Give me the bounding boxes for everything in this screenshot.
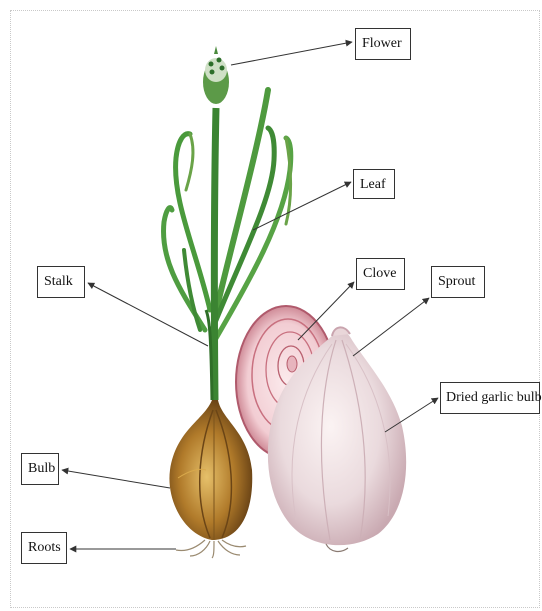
flower-bud <box>203 46 229 104</box>
leaves <box>163 90 290 340</box>
label-bulb: Bulb <box>21 453 59 485</box>
label-sprout: Sprout <box>431 266 485 298</box>
roots <box>176 540 246 558</box>
label-leaf: Leaf <box>353 169 395 199</box>
arrow-flower <box>231 42 352 65</box>
label-flower: Flower <box>355 28 411 60</box>
label-roots: Roots <box>21 532 67 564</box>
arrow-bulb <box>62 470 170 488</box>
label-clove: Clove <box>356 258 405 290</box>
onion-bulb <box>169 400 252 540</box>
arrow-sprout <box>353 298 429 356</box>
stalk-stem <box>214 108 216 400</box>
label-stalk: Stalk <box>37 266 85 298</box>
label-dried-garlic-bulb: Dried garlic bulb <box>440 382 540 414</box>
